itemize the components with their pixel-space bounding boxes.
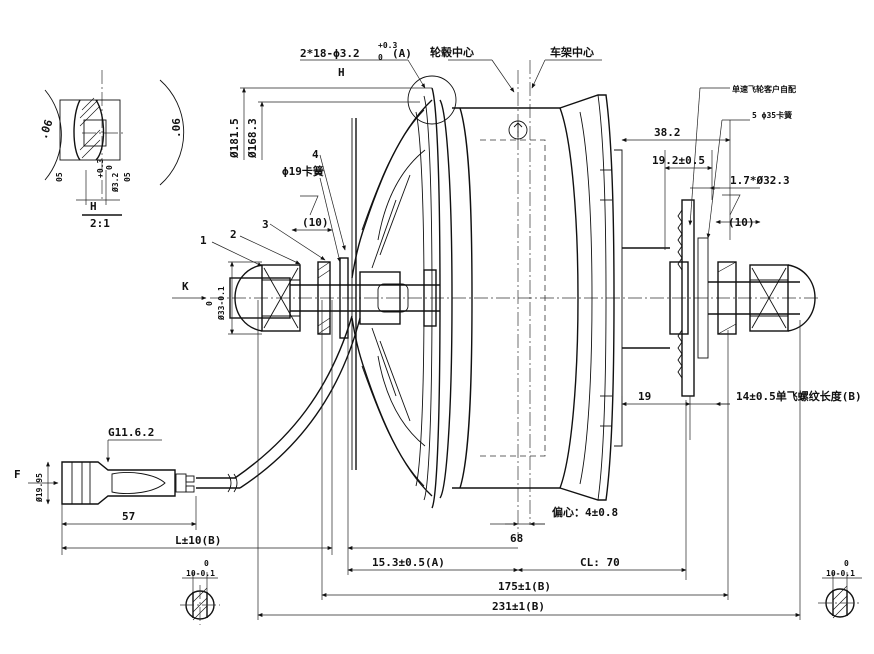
part-4-label: 4	[312, 148, 319, 161]
section-left-label: 10-0.1	[186, 569, 215, 578]
thread-len-label: 14±0.5单飞螺纹长度(B)	[736, 389, 862, 403]
dim-192: 19.2±0.5	[652, 154, 705, 167]
ten-right-label: (10)	[728, 216, 755, 229]
eccentric-label: 偏心：4±0.8	[552, 505, 618, 519]
hub-motor-body	[351, 87, 623, 509]
detail-032: Ø3.2	[110, 173, 120, 193]
center-lines	[82, 60, 820, 540]
clip35-label: 5 ϕ35卡簧	[752, 110, 792, 120]
detail-circle-h	[407, 75, 457, 125]
single-freewheel-label: 单速飞轮客户自配	[732, 84, 796, 94]
clip19-label: ϕ19卡簧	[282, 164, 324, 178]
section-right-upper: 0	[844, 559, 849, 568]
dim-175: 175±1(B)	[498, 580, 551, 593]
hub-center-label: 轮毂中心	[430, 45, 474, 59]
d33-upper: 0	[205, 301, 214, 306]
section-right-label: 10-0.1	[826, 569, 855, 578]
detail-05a: 05	[55, 172, 64, 182]
h-top-label: H	[338, 66, 345, 79]
dimension-text: 2*18-ϕ3.2 +0.3 0 (A) H 轮毂中心 车架中心 单速飞轮客户自…	[14, 41, 862, 613]
detail-032-tol2: 0	[105, 165, 114, 170]
connector-label: G11.6.2	[108, 426, 154, 439]
cable-connector	[61, 315, 361, 505]
ten-left-label: (10)	[302, 216, 329, 229]
section-left-upper: 0	[204, 559, 209, 568]
section-right	[818, 572, 862, 619]
d1683-label: Ø168.3	[246, 118, 259, 159]
dim-57: 57	[122, 510, 135, 523]
part-1-label: 1	[200, 234, 207, 247]
part-3-label: 3	[262, 218, 269, 231]
detail-h	[44, 79, 185, 216]
right-axle-assembly	[622, 199, 816, 397]
dim-231: 231±1(B)	[492, 600, 545, 613]
f-label: F	[14, 468, 21, 481]
detail-032-tol: +0.3	[96, 159, 105, 178]
dim-382: 38.2	[654, 126, 681, 139]
detail-h-label: H	[90, 200, 97, 213]
left-axle-assembly	[229, 118, 440, 470]
l-len-label: L±10(B)	[175, 534, 221, 547]
detail-06b: .06	[170, 118, 183, 138]
dim-153: 15.3±0.5(A)	[372, 556, 445, 569]
dimension-lines	[28, 59, 801, 620]
frame-center-label: 车架中心	[550, 45, 594, 59]
dim-68: 68	[510, 532, 523, 545]
d1815-label: Ø181.5	[228, 118, 241, 159]
d33-label: Ø33-0.1	[216, 286, 226, 321]
holes-tol-upper: +0.3	[378, 41, 397, 50]
dim-19: 19	[638, 390, 651, 403]
part-2-label: 2	[230, 228, 237, 241]
cl-label: CL: 70	[580, 556, 620, 569]
dim-17: 1.7*Ø32.3	[730, 174, 790, 187]
d1995-label: Ø19.95	[34, 473, 44, 503]
detail-06a: .06	[37, 118, 56, 141]
k-label: K	[182, 280, 189, 293]
holes-tol-lower: 0	[378, 53, 383, 62]
section-left	[180, 572, 220, 625]
holes-label: 2*18-ϕ3.2	[300, 47, 360, 60]
holes-suffix: (A)	[392, 47, 412, 60]
detail-05b: 05	[123, 172, 132, 182]
detail-scale: 2:1	[90, 217, 110, 230]
